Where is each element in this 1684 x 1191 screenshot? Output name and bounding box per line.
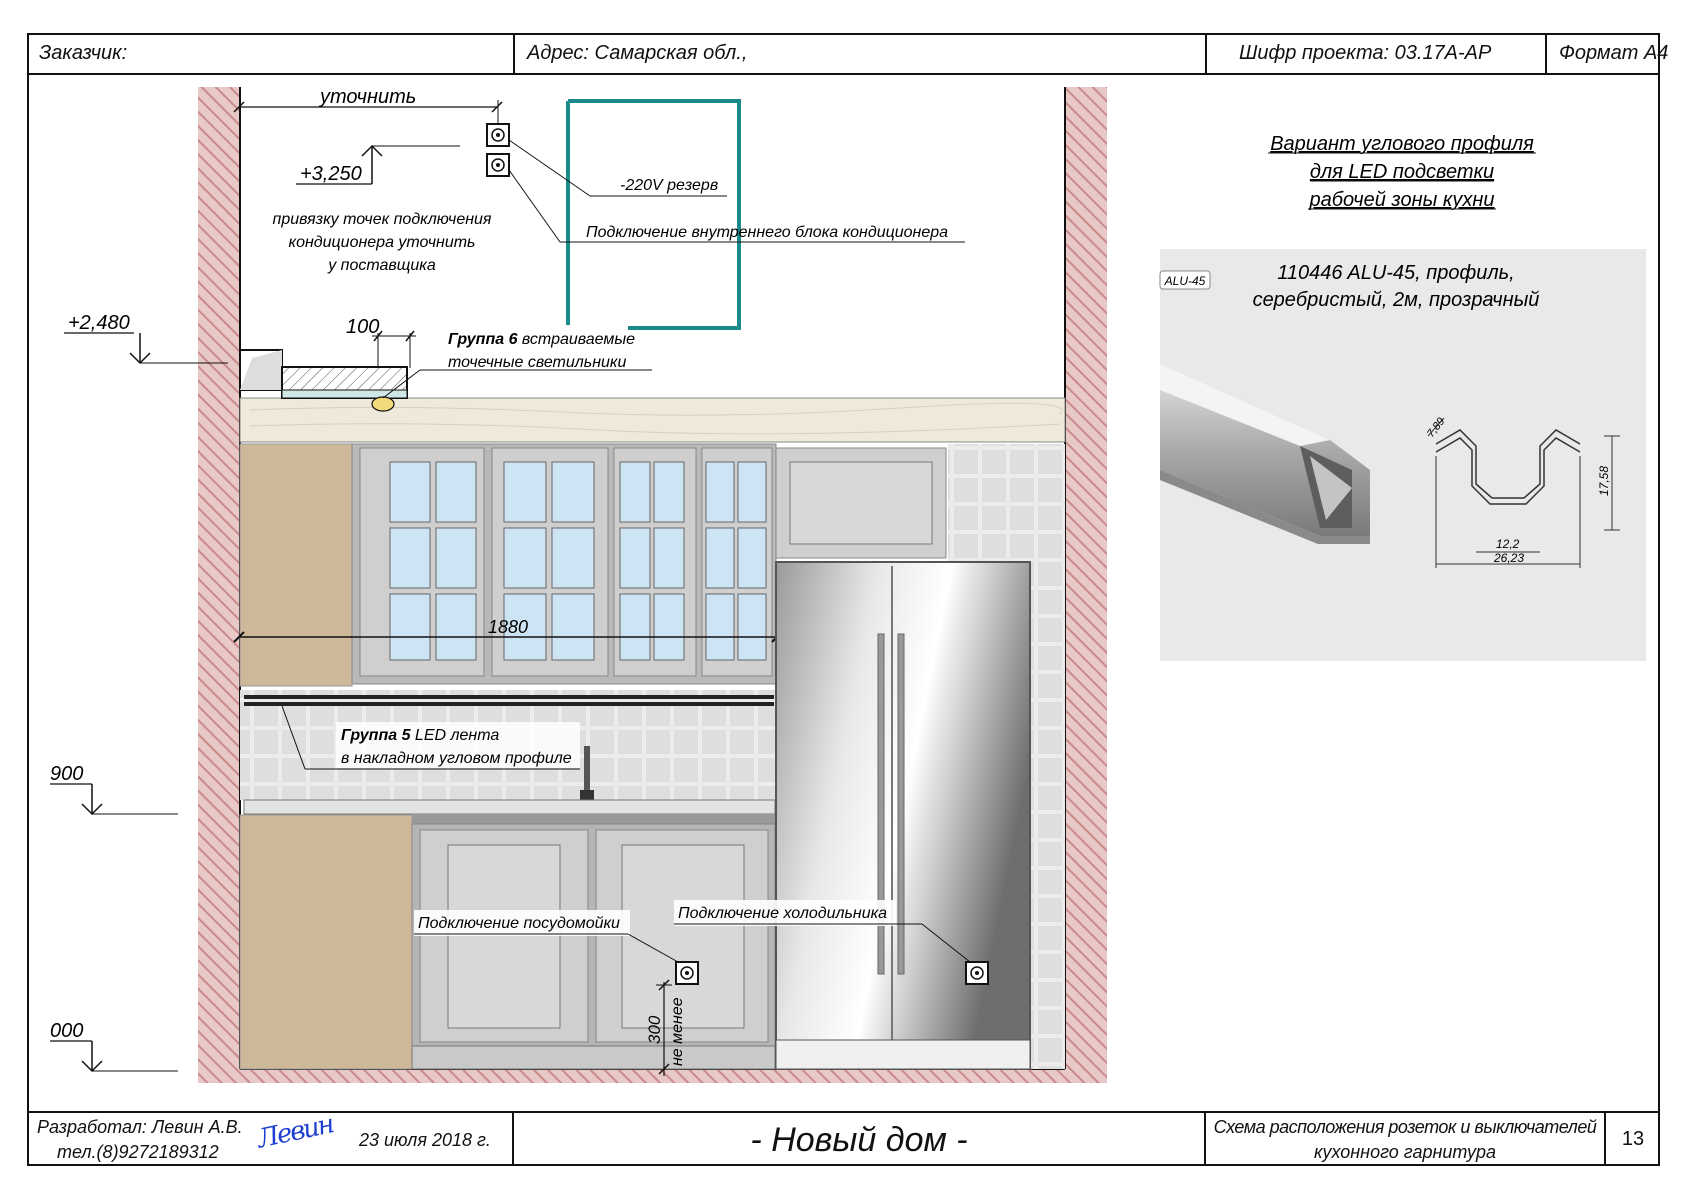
customer-label: Заказчик: [39, 42, 128, 64]
header-divider [1205, 33, 1207, 73]
base-cabinets [411, 823, 776, 1070]
label-220v: -220V резерв [620, 177, 718, 194]
product-line2: серебристый, 2м, прозрачный [1253, 289, 1540, 311]
left-wall [198, 87, 240, 1083]
dim-2623: 26,23 [1493, 551, 1524, 565]
ac-note-line2: кондиционера уточнить [289, 234, 476, 251]
profile-title-line2: для LED подсветки [1310, 161, 1494, 183]
format-label: Формат А4 [1559, 42, 1669, 64]
elev-000: 000 [50, 1020, 83, 1042]
label-ac-unit: Подключение внутреннего блока кондиционе… [586, 224, 948, 241]
dishwasher-socket-icon [675, 961, 699, 985]
ac-note-line3: у поставщика [327, 257, 436, 274]
group5-label: Группа 5 LED лента [341, 727, 499, 744]
sheet-number: 13 [1621, 1128, 1645, 1150]
elev-900: 900 [50, 763, 83, 785]
project-code: Шифр проекта: 03.17А-АР [1239, 42, 1492, 64]
address-label: Адрес: Самарская обл., [527, 42, 748, 64]
floor-slab [198, 1069, 1107, 1083]
sheet-frame [27, 33, 1660, 1166]
signature: Левин [254, 1109, 336, 1155]
profile-title-line3: рабочей зоны кухни [1309, 189, 1495, 211]
dim-not-less: не менее [669, 997, 686, 1066]
fridge-socket-icon [965, 961, 989, 985]
sheet-title-line2: кухонного гарнитура [1313, 1142, 1497, 1162]
title-header: Заказчик: Адрес: Самарская обл., Шифр пр… [27, 33, 1669, 75]
profile-cross-section [1435, 429, 1581, 505]
profile-render [1160, 364, 1370, 544]
dim-clarify: уточнить [318, 86, 416, 108]
group6-line2: точечные светильники [448, 354, 626, 371]
project-title: - Новый дом - [750, 1121, 968, 1159]
title-block-footer: Разработал: Левин А.В. тел.(8)9272189312… [27, 1109, 1660, 1166]
tall-cabinet-upper [239, 443, 353, 687]
group5-line2: в накладном угловом профиле [341, 750, 572, 767]
label-dishwasher: Подключение посудомойки [418, 915, 620, 932]
group6-label: Группа 6 встраиваемые [448, 331, 635, 348]
dim-1880: 1880 [488, 617, 528, 637]
product-line1: 110446 ALU-45, профиль, [1277, 262, 1514, 284]
header-divider [513, 33, 515, 73]
footer-divider [512, 1113, 514, 1166]
developer-phone: тел.(8)9272189312 [57, 1142, 219, 1162]
dim-1758: 17,58 [1597, 466, 1611, 496]
header-divider [1545, 33, 1547, 73]
ceiling-soffit [239, 397, 1066, 443]
dim-122: 12,2 [1496, 537, 1520, 551]
faucet-icon [580, 746, 594, 800]
tall-cabinet-lower [239, 814, 413, 1070]
sheet-title-line1: Схема расположения розеток и выключателе… [1213, 1117, 1597, 1137]
ac-socket-icon [486, 153, 510, 177]
dim-100: 100 [346, 316, 379, 338]
profile-title-line1: Вариант углового профиля [1270, 133, 1534, 155]
sheet-date: 23 июля 2018 г. [359, 1130, 491, 1150]
footer-divider [1204, 1113, 1206, 1166]
footer-divider [1604, 1113, 1606, 1166]
label-fridge: Подключение холодильника [678, 905, 887, 922]
elev-3250: +3,250 [300, 163, 362, 185]
spotlight-icon [371, 396, 395, 412]
elev-2480: +2,480 [68, 312, 130, 334]
ac-note-line1: привязку точек подключения [273, 211, 492, 228]
right-wall [1065, 87, 1107, 1083]
developer-name: Разработал: Левин А.В. [37, 1117, 243, 1137]
ac-unit-outline [568, 99, 741, 330]
dim-300: 300 [645, 1015, 664, 1044]
product-badge: ALU-45 [1164, 274, 1206, 288]
ac-socket-icon [486, 123, 510, 147]
refrigerator [775, 561, 1031, 1070]
